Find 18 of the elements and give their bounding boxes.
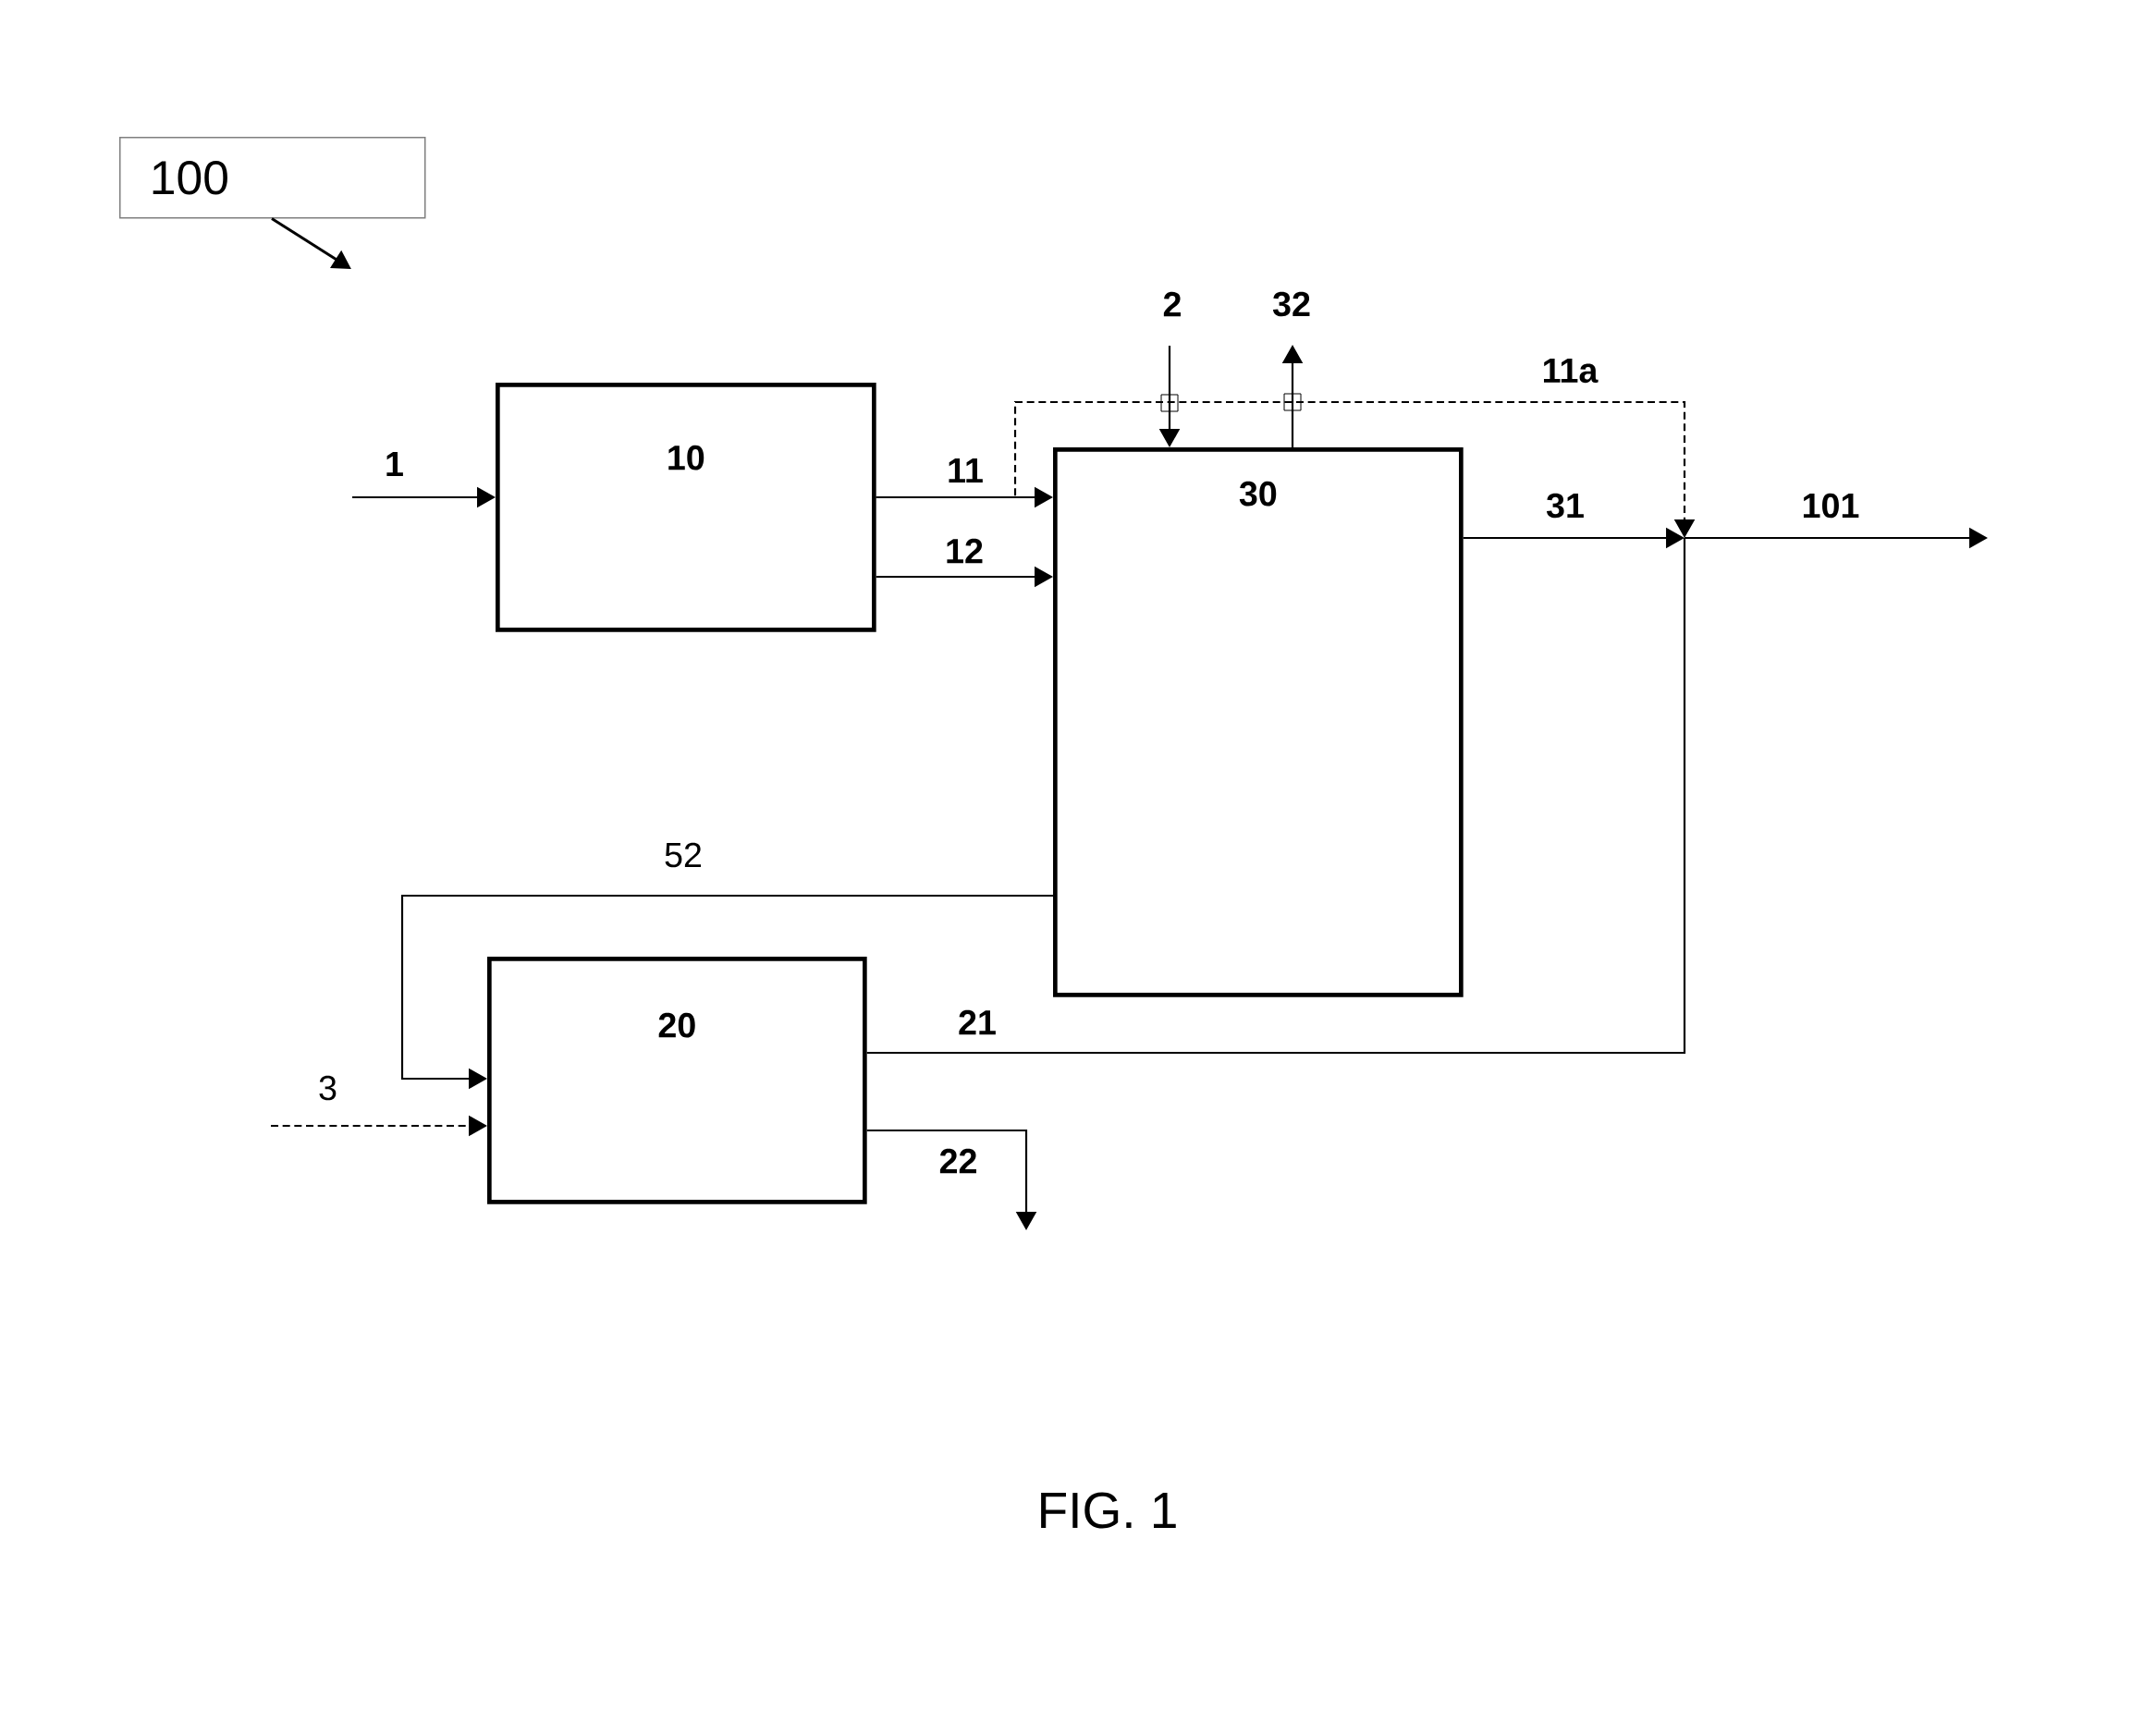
edge-label: 12 <box>941 535 987 567</box>
edge-label: 31 <box>1542 490 1588 521</box>
process-box: 20 <box>487 957 867 1204</box>
edge-label: 32 <box>1268 288 1315 320</box>
stream-number: 101 <box>1798 490 1863 521</box>
process-box: 10 <box>496 383 876 632</box>
edge-label: 11a <box>1538 355 1601 386</box>
edge-label: 1 <box>381 448 408 480</box>
process-box: 30 <box>1053 447 1464 997</box>
edge-label: 22 <box>936 1145 981 1177</box>
flow-line <box>866 538 1686 1055</box>
edge-label: 52 <box>660 839 706 871</box>
edge-label: 3 <box>314 1072 341 1104</box>
edge-label: 11 <box>943 455 987 486</box>
edge-label: 2 <box>1159 288 1185 320</box>
figure-caption: FIG. 1 <box>1041 1492 1176 1529</box>
label-box: 100 <box>119 137 426 219</box>
edge-label: 21 <box>954 1007 1000 1038</box>
